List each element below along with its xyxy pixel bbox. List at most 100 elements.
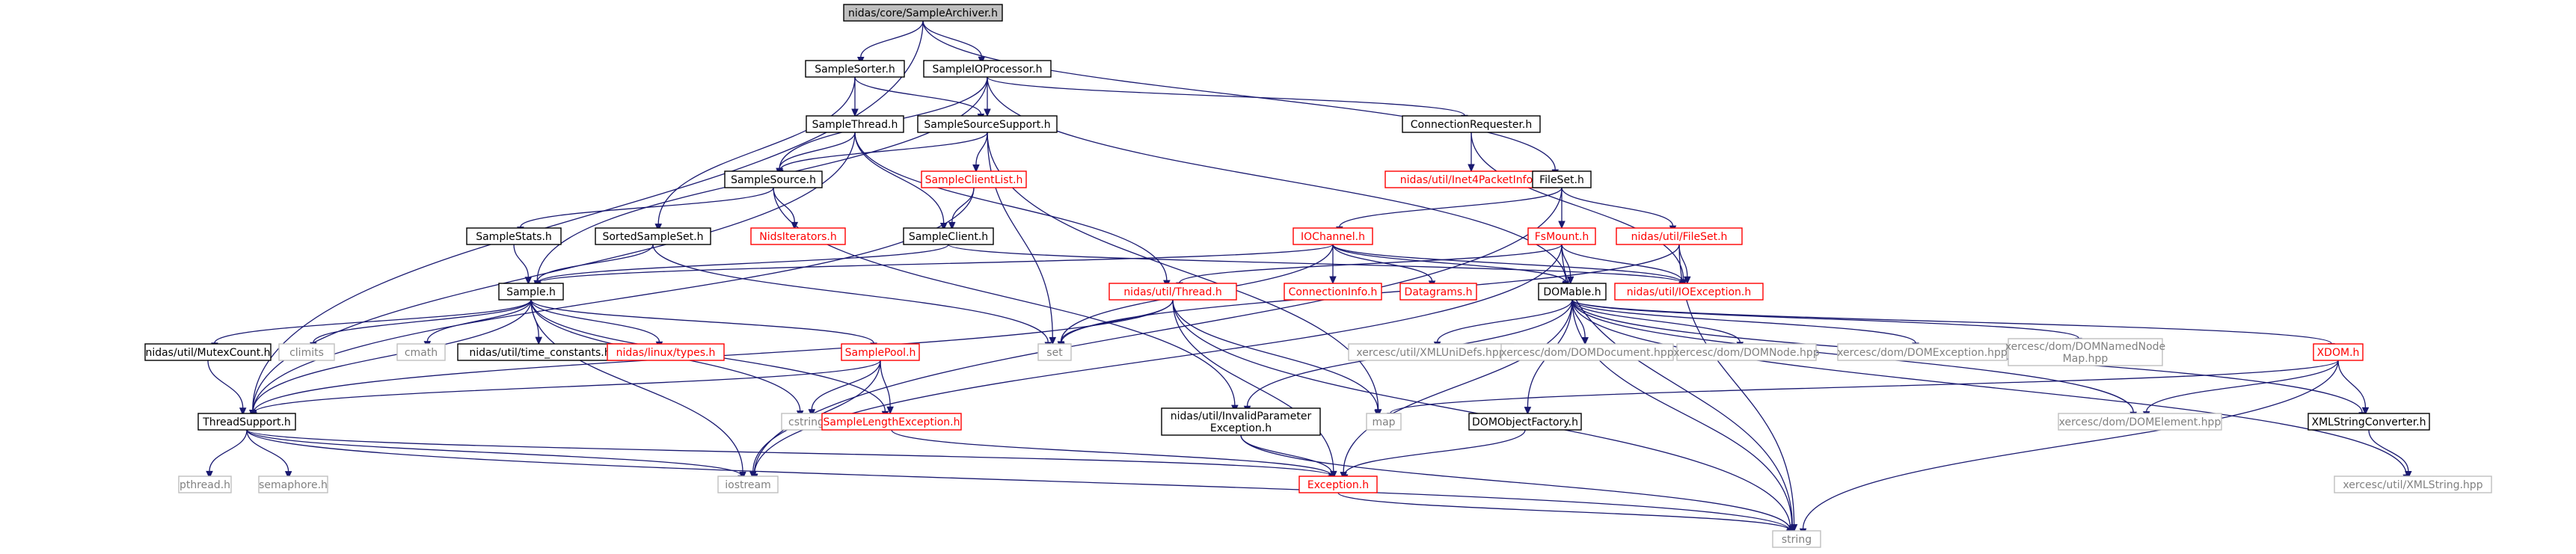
edge-iochannel-to-domable <box>1332 244 1569 290</box>
node-box <box>178 475 232 493</box>
node-label: SortedSampleSet.h <box>602 231 703 243</box>
edge-stats-to-sample <box>513 244 533 286</box>
node-label: SampleSourceSupport.h <box>924 119 1050 131</box>
node-label: map <box>1372 416 1395 428</box>
node-label: Exception.h <box>1307 479 1369 491</box>
node-label: SampleStats.h <box>476 231 552 243</box>
edge-fileset-to-fsmount <box>1558 188 1565 230</box>
node-xmlconv[interactable]: XMLStringConverter.h <box>2307 413 2430 431</box>
node-label: cmath <box>405 347 438 359</box>
node-domnode: xercesc/dom/DOMNode.hpp <box>1673 343 1820 361</box>
node-sorter[interactable]: SampleSorter.h <box>805 60 905 78</box>
node-semaphore: semaphore.h <box>258 475 328 493</box>
edge-srcsupport-to-set <box>987 132 1057 345</box>
node-box <box>1284 283 1382 301</box>
node-box <box>1402 115 1541 133</box>
edge-root-to-fileset <box>922 20 1560 178</box>
node-label: xercesc/dom/DOMDocument.hpp <box>1500 347 1673 359</box>
node-pool[interactable]: SamplePool.h <box>841 343 920 361</box>
node-box <box>278 343 335 361</box>
node-box <box>1614 283 1764 301</box>
node-inet4[interactable]: nidas/util/Inet4PacketInfo.h <box>1384 170 1558 188</box>
node-mutex[interactable]: nidas/util/MutexCount.h <box>144 343 272 361</box>
node-sampsource[interactable]: SampleSource.h <box>724 170 823 188</box>
edge-sample-to-types <box>530 299 663 350</box>
node-exception[interactable]: Exception.h <box>1298 475 1378 493</box>
node-box <box>923 60 1052 78</box>
edge-lenexc-to-exception <box>891 429 1335 484</box>
node-box <box>750 227 846 245</box>
node-fsmount[interactable]: FsMount.h <box>1527 227 1596 245</box>
node-map: map <box>1366 413 1402 431</box>
node-box <box>843 4 1003 22</box>
node-datagrams[interactable]: Datagrams.h <box>1399 283 1477 301</box>
node-layer: nidas/core/SampleArchiver.hSampleSorter.… <box>144 4 2492 548</box>
node-ioproc[interactable]: SampleIOProcessor.h <box>923 60 1052 78</box>
node-utilfileset[interactable]: nidas/util/FileSet.h <box>1616 227 1743 245</box>
node-set: set <box>1037 343 1072 361</box>
node-label: xercesc/util/XMLUniDefs.hpp <box>1356 347 1505 359</box>
node-timeconst[interactable]: nidas/util/time_constants.h <box>457 343 623 361</box>
node-label: IOChannel.h <box>1301 231 1365 243</box>
node-utilthread[interactable]: nidas/util/Thread.h <box>1108 283 1237 301</box>
edge-root-to-sorter <box>857 20 924 65</box>
edge-fileset-to-iochannel <box>1336 187 1563 235</box>
edge-iochannel-to-conninfo <box>1329 244 1337 285</box>
node-box <box>2307 413 2430 431</box>
node-domable[interactable]: DOMable.h <box>1538 283 1607 301</box>
node-box <box>2058 413 2222 431</box>
node-label: DOMObjectFactory.h <box>1472 416 1578 428</box>
node-label: nidas/util/time_constants.h <box>469 347 610 359</box>
edge-domable-to-domnnm <box>1571 299 2082 346</box>
node-sample[interactable]: Sample.h <box>498 283 564 301</box>
node-srcsupport[interactable]: SampleSourceSupport.h <box>917 115 1058 133</box>
node-box <box>1298 475 1378 493</box>
node-label: nidas/linux/types.h <box>616 347 716 359</box>
edge-threadsupport-to-pthread <box>206 429 248 479</box>
node-thread[interactable]: SampleThread.h <box>806 115 904 133</box>
node-cstring: cstring <box>781 413 832 431</box>
node-box <box>806 115 904 133</box>
node-stats[interactable]: SampleStats.h <box>466 227 562 245</box>
node-box <box>1676 343 1817 361</box>
edge-iochannel-to-ioexc <box>1332 244 1686 291</box>
node-label: nidas/util/FileSet.h <box>1631 231 1728 243</box>
edge-sample-to-pool <box>530 299 877 351</box>
node-iostream: iostream <box>717 475 779 493</box>
node-label: SampleIOProcessor.h <box>932 64 1042 76</box>
edge-layer <box>206 20 2412 538</box>
node-iochannel[interactable]: IOChannel.h <box>1292 227 1373 245</box>
node-box <box>1468 413 1582 431</box>
node-label: string <box>1782 534 1812 546</box>
node-clientlist[interactable]: SampleClientList.h <box>921 170 1027 188</box>
node-sortedset[interactable]: SortedSampleSet.h <box>595 227 711 245</box>
node-domexc: xercesc/dom/DOMException.hpp <box>1837 343 2008 361</box>
node-box <box>1616 227 1743 245</box>
node-box <box>2313 343 2364 361</box>
node-label: NidsIterators.h <box>759 231 837 243</box>
node-types[interactable]: nidas/linux/types.h <box>607 343 725 361</box>
node-domfactory[interactable]: DOMObjectFactory.h <box>1468 413 1582 431</box>
node-iters[interactable]: NidsIterators.h <box>750 227 846 245</box>
node-ioexc[interactable]: nidas/util/IOException.h <box>1614 283 1764 301</box>
edge-utilthread-to-exception <box>1172 299 1337 479</box>
node-conninfo[interactable]: ConnectionInfo.h <box>1284 283 1382 301</box>
node-client[interactable]: SampleClient.h <box>903 227 994 245</box>
node-fileset[interactable]: FileSet.h <box>1532 170 1592 188</box>
node-box <box>805 60 905 78</box>
node-threadsupport[interactable]: ThreadSupport.h <box>197 413 296 431</box>
edge-fsmount-to-ioexc <box>1561 244 1687 289</box>
edge-fileset-to-utilfileset <box>1561 187 1677 234</box>
node-label: xercesc/dom/DOMNamedNode <box>2005 341 2165 353</box>
edge-threadsupport-to-semaphore <box>246 429 292 479</box>
edge-xmlconv-to-xmlstring <box>2368 429 2412 479</box>
node-xdom[interactable]: XDOM.h <box>2313 343 2364 361</box>
node-connreq[interactable]: ConnectionRequester.h <box>1402 115 1541 133</box>
edge-srcsupport-to-sampsource <box>776 132 988 178</box>
node-lenexc[interactable]: SampleLengthException.h <box>821 413 962 431</box>
node-label: SampleThread.h <box>812 119 898 131</box>
node-box <box>717 475 779 493</box>
edge-xdom-to-xmlconv <box>2337 360 2370 416</box>
